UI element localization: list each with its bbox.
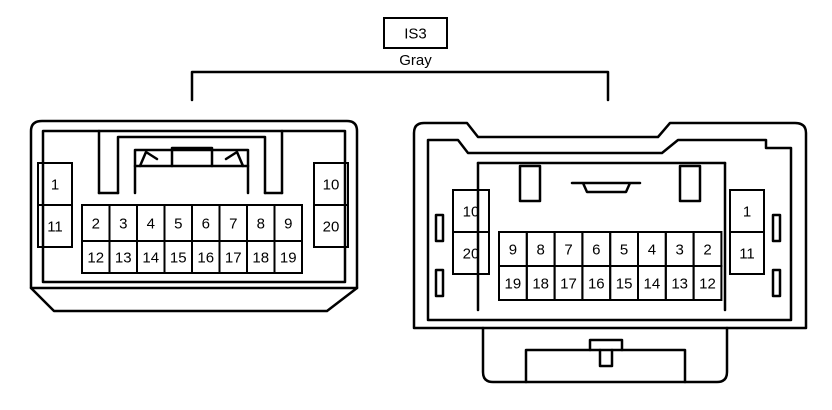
pin-number: 9 [284,216,292,233]
pin-number: 12 [87,250,104,267]
pin-number: 8 [537,242,545,259]
pin-cavity: 15 [609,265,640,301]
pin-number: 3 [676,242,684,259]
pin-number: 15 [616,276,633,293]
pin-cavity: 14 [637,265,667,301]
pin-number: 11 [47,219,63,236]
pin-cavity: 20 [452,231,490,275]
pin-cavity: 16 [191,240,221,274]
pin-number: 13 [115,250,132,267]
pin-number: 17 [560,276,577,293]
pin-cavity: 5 [609,231,640,267]
pin-number: 17 [225,250,242,267]
pin-cavity: 20 [313,204,349,248]
pin-number: 4 [147,216,155,233]
pin-cavity: 10 [452,189,490,233]
pin-cavity: 11 [729,231,765,275]
pin-cavity: 8 [246,204,276,242]
pin-cavity: 13 [108,240,138,274]
pin-cavity: 6 [191,204,221,242]
pin-cavity: 17 [218,240,248,274]
connector-id-box [383,17,448,49]
pin-number: 12 [699,276,716,293]
pin-cavity: 14 [136,240,166,274]
pin-cavity: 11 [37,204,73,248]
pin-number: 18 [532,276,549,293]
left-connector [29,119,359,313]
pin-cavity: 19 [273,240,303,274]
pin-number: 18 [252,250,269,267]
connector-id: IS3 [404,26,427,43]
pin-number: 2 [703,242,711,259]
pin-number: 11 [739,246,755,263]
pin-number: 19 [280,250,297,267]
pin-cavity: 16 [581,265,612,301]
pin-cavity: 7 [553,231,584,267]
pin-cavity: 2 [692,231,723,267]
pin-cavity: 4 [136,204,166,242]
pin-number: 5 [620,242,628,259]
pin-cavity: 1 [729,189,765,233]
pin-cavity: 7 [218,204,248,242]
pin-number: 16 [197,250,214,267]
pin-cavity: 2 [81,204,111,242]
pin-number: 1 [743,204,751,221]
pin-cavity: 15 [163,240,193,274]
pin-cavity: 12 [81,240,111,274]
pin-number: 3 [119,216,127,233]
pin-number: 9 [509,242,517,259]
pin-cavity: 8 [525,231,556,267]
pin-number: 2 [92,216,100,233]
pin-number: 4 [648,242,656,259]
pin-number: 20 [463,246,480,263]
pin-number: 10 [323,177,340,194]
pin-cavity: 17 [553,265,584,301]
pin-cavity: 3 [108,204,138,242]
pin-cavity: 13 [664,265,695,301]
pin-number: 7 [564,242,572,259]
pin-number: 6 [202,216,210,233]
pin-number: 13 [671,276,688,293]
pin-number: 7 [229,216,237,233]
pin-cavity: 6 [581,231,612,267]
pin-cavity: 9 [498,231,528,267]
pin-cavity: 3 [664,231,695,267]
pin-cavity: 5 [163,204,193,242]
pin-number: 20 [323,219,340,236]
pin-number: 19 [505,276,522,293]
pin-cavity: 10 [313,162,349,206]
right-connector [412,121,808,384]
pin-number: 16 [588,276,605,293]
pin-number: 8 [257,216,265,233]
pin-number: 14 [644,276,661,293]
pin-number: 15 [170,250,187,267]
pin-cavity: 18 [525,265,556,301]
pin-cavity: 4 [637,231,667,267]
connector-color: Gray [399,52,432,69]
view-bracket [190,70,610,102]
pin-number: 5 [174,216,182,233]
pin-number: 6 [592,242,600,259]
pin-cavity: 18 [246,240,276,274]
pin-cavity: 19 [498,265,528,301]
pin-cavity: 9 [273,204,303,242]
pin-number: 10 [463,204,480,221]
pin-number: 1 [51,177,59,194]
pin-number: 14 [142,250,159,267]
pin-cavity: 12 [692,265,723,301]
